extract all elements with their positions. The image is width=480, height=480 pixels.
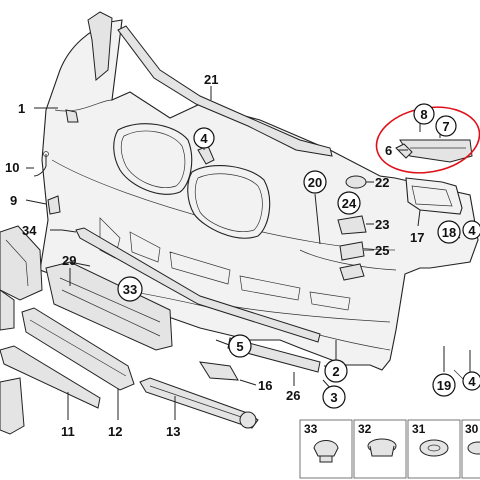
small-fittings <box>314 175 374 281</box>
label-23: 23 <box>375 217 389 232</box>
label-21: 21 <box>204 72 218 87</box>
leader-lines <box>25 86 471 372</box>
svg-text:7: 7 <box>442 119 449 134</box>
clip-and-bracket <box>33 151 61 215</box>
svg-text:19: 19 <box>437 378 451 393</box>
label-17: 17 <box>410 230 424 245</box>
lower-bracket <box>199 361 257 386</box>
circle-label-20: 20 <box>303 170 327 194</box>
svg-text:5: 5 <box>236 339 243 354</box>
svg-text:4: 4 <box>468 374 476 389</box>
circle-label-5: 5 <box>228 334 252 358</box>
label-16: 16 <box>258 378 272 393</box>
circle-label-4-top: 4 <box>193 127 215 149</box>
label-26: 26 <box>286 388 300 403</box>
component-row: 33 32 31 30 <box>299 419 480 479</box>
impact-strip <box>61 227 321 343</box>
svg-text:18: 18 <box>442 225 456 240</box>
circle-label-24: 24 <box>337 191 361 215</box>
circle-label-2: 2 <box>324 359 348 383</box>
component-30: 30 <box>461 419 480 479</box>
side-bracket-assembly <box>395 139 473 163</box>
circle-label-18: 18 <box>437 220 461 244</box>
circle-label-4-right: 4 <box>462 220 480 240</box>
svg-text:20: 20 <box>308 175 322 190</box>
lower-grille-center <box>21 307 135 420</box>
label-6: 6 <box>385 143 392 158</box>
label-29: 29 <box>62 253 76 268</box>
circle-label-3: 3 <box>322 385 346 409</box>
component-33: 33 <box>299 419 353 479</box>
label-13: 13 <box>166 424 180 439</box>
svg-text:31: 31 <box>412 422 426 436</box>
svg-text:4: 4 <box>468 223 476 238</box>
label-22: 22 <box>375 175 389 190</box>
kidney-grille-openings <box>113 123 271 239</box>
label-11: 11 <box>61 424 75 439</box>
label-12: 12 <box>108 424 122 439</box>
svg-text:33: 33 <box>304 422 318 436</box>
svg-text:3: 3 <box>330 390 337 405</box>
center-absorber <box>45 261 173 351</box>
label-25: 25 <box>375 243 389 258</box>
svg-text:30: 30 <box>465 422 479 436</box>
svg-text:4: 4 <box>200 131 208 146</box>
lower-grille-left <box>0 345 101 435</box>
component-32: 32 <box>353 419 407 479</box>
circled-part-labels: 4 20 24 8 7 18 4 33 <box>117 103 480 409</box>
svg-text:24: 24 <box>342 196 357 211</box>
component-31: 31 <box>407 419 461 479</box>
lower-trim-grille <box>139 377 259 429</box>
circle-label-7: 7 <box>435 115 457 137</box>
label-1: 1 <box>18 101 25 116</box>
circle-label-4-bottom: 4 <box>462 371 480 391</box>
left-carrier <box>0 225 43 331</box>
circle-label-8: 8 <box>413 103 435 125</box>
label-34: 34 <box>22 223 37 238</box>
part-number-labels: 1 21 10 9 34 29 22 23 25 6 17 16 26 11 1… <box>5 72 424 439</box>
circle-label-19: 19 <box>432 373 456 397</box>
svg-text:32: 32 <box>358 422 372 436</box>
svg-text:2: 2 <box>332 364 339 379</box>
svg-text:8: 8 <box>420 107 427 122</box>
svg-text:33: 33 <box>123 282 137 297</box>
circle-label-33: 33 <box>117 276 143 302</box>
label-10: 10 <box>5 160 19 175</box>
label-9: 9 <box>10 193 17 208</box>
